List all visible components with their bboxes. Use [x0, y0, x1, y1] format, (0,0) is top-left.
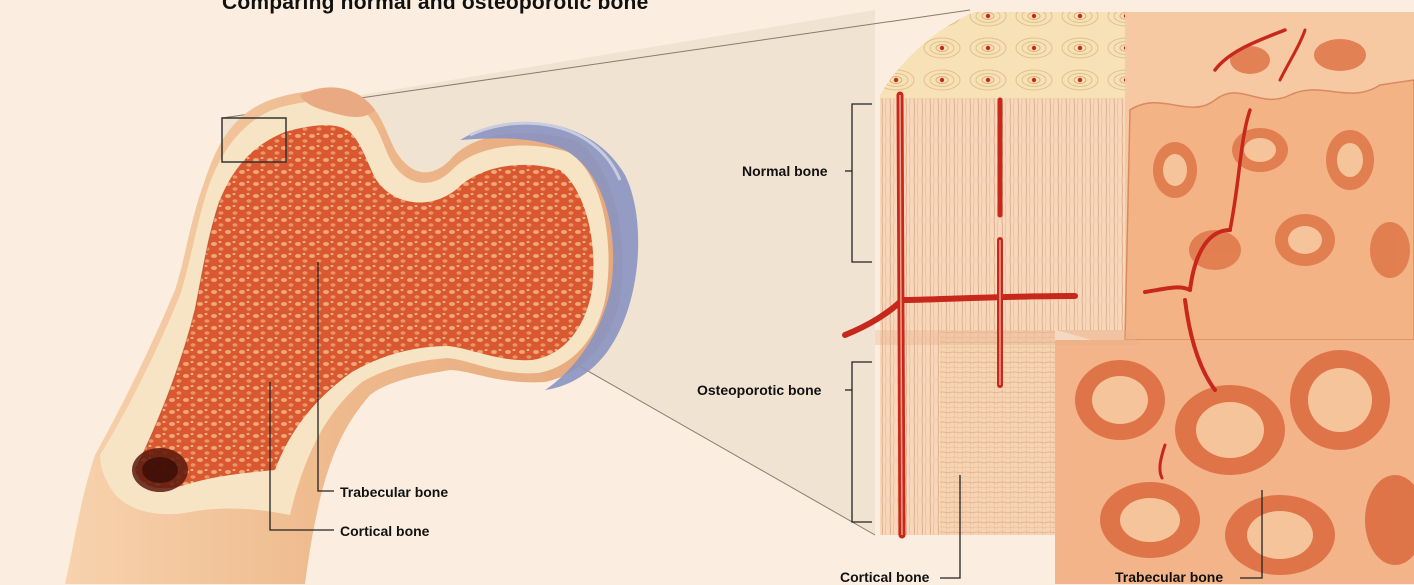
label-trabecular-bone-right: Trabecular bone	[1115, 569, 1223, 585]
label-normal-bone: Normal bone	[742, 163, 828, 179]
trabecular-network-normal	[1125, 80, 1414, 340]
femur-illustration	[65, 87, 638, 584]
label-osteoporotic-bone: Osteoporotic bone	[697, 382, 821, 398]
label-cortical-bone-left: Cortical bone	[340, 523, 429, 539]
label-trabecular-bone-left: Trabecular bone	[340, 484, 448, 500]
magnified-bone-section	[845, 12, 1414, 584]
label-cortical-bone-right: Cortical bone	[840, 569, 929, 585]
femur-marrow	[135, 125, 593, 488]
figure-title: Comparing normal and osteoporotic bone	[222, 0, 648, 15]
